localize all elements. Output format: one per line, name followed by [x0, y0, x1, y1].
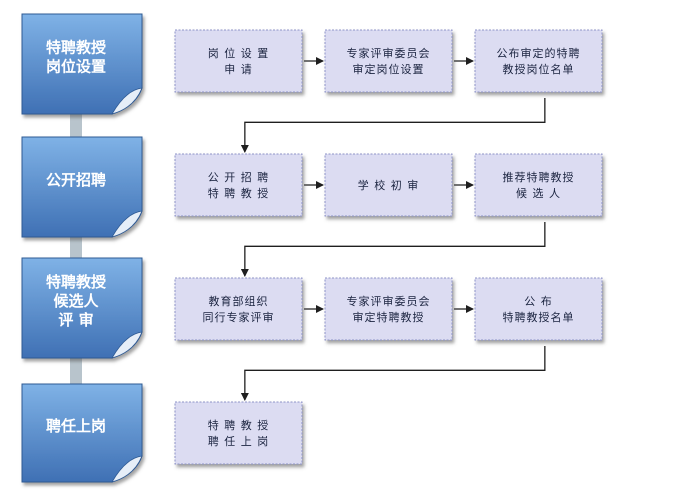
step-label: 候 选 人 [516, 186, 561, 200]
step-box [174, 277, 303, 341]
step-label: 教授岗位名单 [503, 62, 575, 76]
step-label: 学 校 初 审 [358, 178, 420, 192]
step-box [474, 29, 603, 93]
row-transition-arrow [240, 222, 546, 277]
step-label: 公 布 [524, 295, 553, 308]
stage-label: 特聘教授 [46, 39, 107, 57]
row-transition-arrow [240, 346, 546, 401]
step-label: 特聘教授名单 [503, 310, 575, 324]
step-label: 聘 任 上 岗 [208, 434, 270, 448]
step-label: 同行专家评审 [203, 310, 275, 324]
step-box [324, 29, 453, 93]
row-transition-arrow [240, 98, 546, 153]
stage-label: 评 审 [58, 311, 93, 329]
step-label: 申 请 [224, 63, 253, 76]
step-label: 特 聘 教 授 [208, 186, 270, 200]
step-box [474, 153, 603, 217]
step-label: 教育部组织 [209, 294, 269, 308]
step-box [324, 153, 453, 217]
stage-label: 公开招聘 [46, 171, 106, 189]
step-box [324, 277, 453, 341]
page-curl [111, 331, 143, 359]
stage-connector [70, 108, 82, 141]
step-label: 岗 位 设 置 [208, 46, 270, 60]
step-box [174, 29, 303, 93]
stage-label: 特聘教授 [46, 273, 107, 291]
step-label: 公 开 招 聘 [208, 170, 270, 184]
step-label: 推荐特聘教授 [503, 170, 575, 184]
stage-label: 候选人 [53, 292, 99, 310]
step-label: 公布审定的特聘 [497, 46, 581, 60]
stage-connector [70, 352, 82, 388]
step-label: 专家评审委员会 [347, 294, 431, 308]
page-curl [111, 87, 143, 115]
step-box [474, 277, 603, 341]
stage-label: 岗位设置 [46, 58, 106, 76]
step-box [174, 401, 303, 465]
flow-arrows [240, 57, 546, 401]
stage-label: 聘任上岗 [46, 417, 106, 435]
step-box [174, 153, 303, 217]
page-curl [111, 210, 143, 238]
step-label: 审定岗位设置 [353, 62, 425, 76]
step-label: 特 聘 教 授 [208, 418, 270, 432]
stage-connector [70, 231, 82, 262]
stage-connectors [70, 108, 82, 388]
page-curl [111, 455, 143, 483]
step-label: 审定特聘教授 [353, 310, 425, 324]
step-label: 专家评审委员会 [347, 46, 431, 60]
